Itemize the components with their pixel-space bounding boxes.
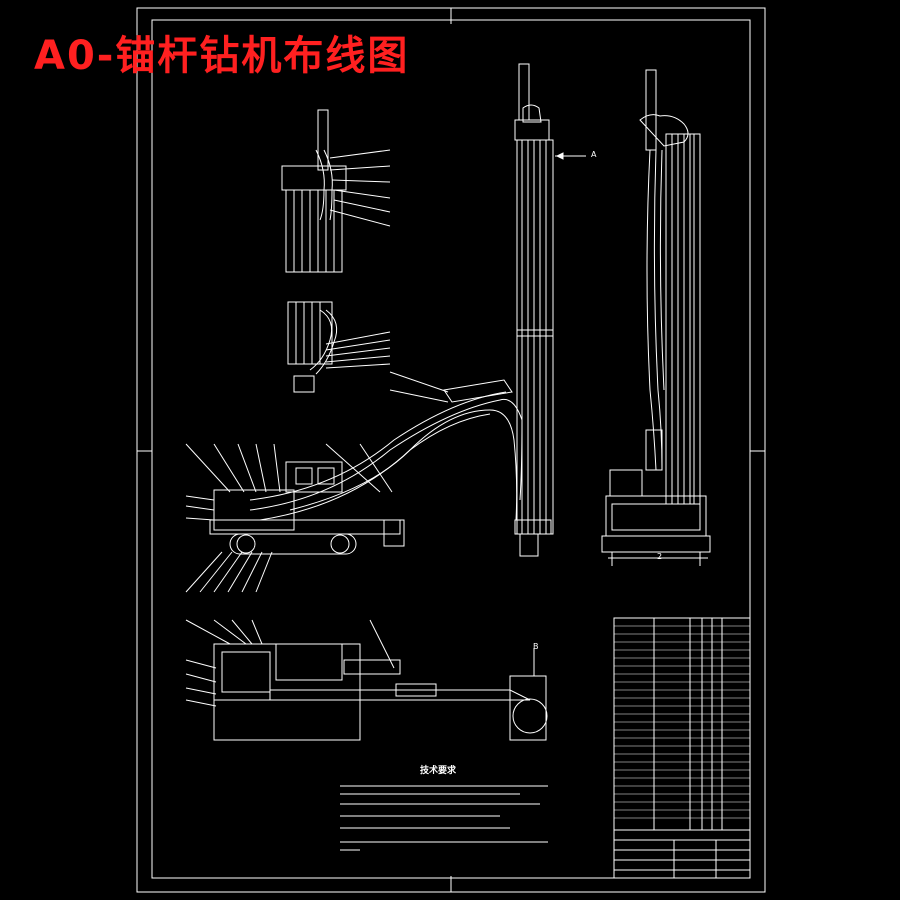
view-marker-b: B bbox=[533, 642, 539, 651]
carrier-plan-view bbox=[185, 619, 548, 741]
technical-requirements-heading: 技术要求 bbox=[420, 766, 457, 776]
technical-requirement-lines bbox=[340, 785, 548, 851]
detail-view-1 bbox=[281, 109, 391, 273]
mast-front-view bbox=[514, 63, 586, 557]
detail-view-2 bbox=[287, 301, 391, 393]
parts-list-table bbox=[613, 617, 751, 879]
carrier-side-view bbox=[185, 371, 523, 593]
outer-frame bbox=[136, 7, 766, 893]
parts-list-rows bbox=[614, 625, 750, 819]
view-marker-c: 2 bbox=[657, 552, 663, 561]
inner-frame bbox=[151, 19, 751, 879]
view-marker-a: A bbox=[591, 150, 597, 159]
drawing-title: A0-锚杆钻机布线图 bbox=[34, 33, 410, 79]
mast-side-view bbox=[601, 69, 711, 566]
